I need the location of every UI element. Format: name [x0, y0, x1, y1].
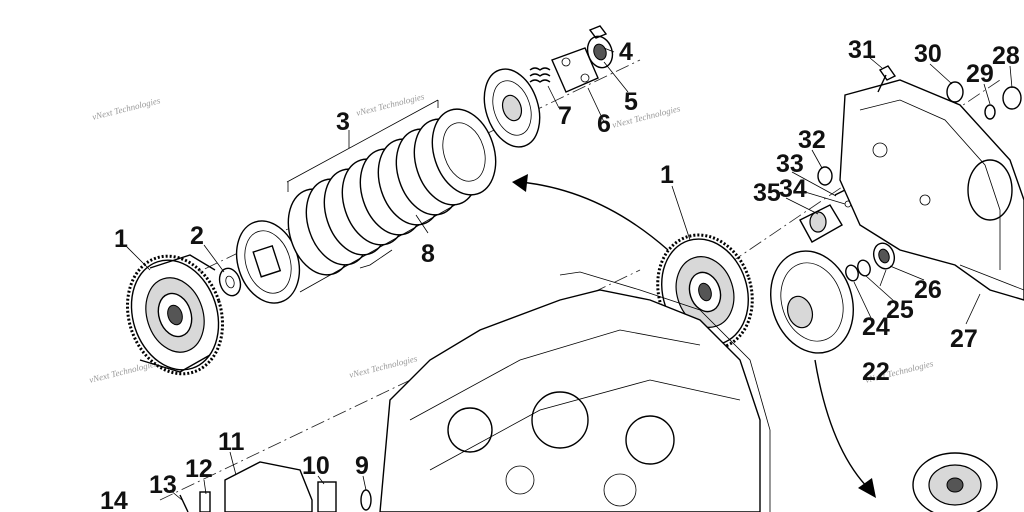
watermark: vNext Technologies [355, 91, 426, 118]
callout-27: 27 [950, 325, 978, 353]
callout-7: 7 [558, 102, 572, 130]
bolt [588, 25, 608, 39]
callout-34: 34 [779, 175, 807, 203]
flywheel-rotor [770, 250, 854, 354]
watermark: vNext Technologies [91, 95, 162, 122]
callout-30: 30 [914, 40, 942, 68]
callout-32: 32 [798, 126, 826, 154]
assembly-arrow-down [814, 359, 876, 498]
callout-24: 24 [862, 313, 890, 341]
callout-6: 6 [597, 110, 611, 138]
watermark: vNext Technologies [611, 103, 682, 130]
callout-29: 29 [966, 60, 994, 88]
clutch-plate-stack [286, 99, 497, 293]
callout-26: 26 [914, 276, 942, 304]
callout-13: 13 [149, 471, 177, 499]
callout-22: 22 [862, 358, 890, 386]
clutch-housing-lower [912, 452, 998, 512]
callout-4: 4 [619, 38, 633, 66]
callout-25: 25 [886, 296, 914, 324]
leader-lines [125, 47, 1013, 501]
callout-5: 5 [624, 88, 638, 116]
engine-crankcase [379, 271, 771, 512]
callout-35: 35 [753, 179, 781, 207]
callout-11: 11 [218, 428, 245, 456]
clutch-housing-left [125, 254, 225, 376]
callout-2: 2 [190, 222, 204, 250]
assembly-arrow [512, 174, 669, 251]
callout-12: 12 [185, 455, 213, 483]
callout-labels: 1 2 3 4 5 6 7 8 1 9 10 11 12 13 14 22 24… [100, 36, 1020, 512]
crankcase-cover [839, 79, 1024, 301]
clutch-spring [529, 67, 551, 83]
callout-3: 3 [336, 108, 350, 136]
callout-31: 31 [848, 36, 876, 64]
watermark: vNext Technologies [348, 353, 419, 380]
callout-28: 28 [992, 42, 1020, 70]
cover-fasteners [877, 65, 1022, 120]
thrust-washer [218, 267, 242, 297]
clutch-hub [483, 68, 541, 148]
small-washers [845, 242, 896, 282]
callout-1-center: 1 [660, 161, 674, 189]
callout-33: 33 [776, 150, 804, 178]
callout-10: 10 [302, 452, 330, 480]
callout-1-left: 1 [114, 225, 128, 253]
water-pump-parts [179, 461, 372, 512]
callout-14: 14 [100, 487, 128, 512]
lifter-plate [551, 47, 599, 93]
callout-8: 8 [421, 240, 435, 268]
callout-9: 9 [355, 452, 369, 480]
